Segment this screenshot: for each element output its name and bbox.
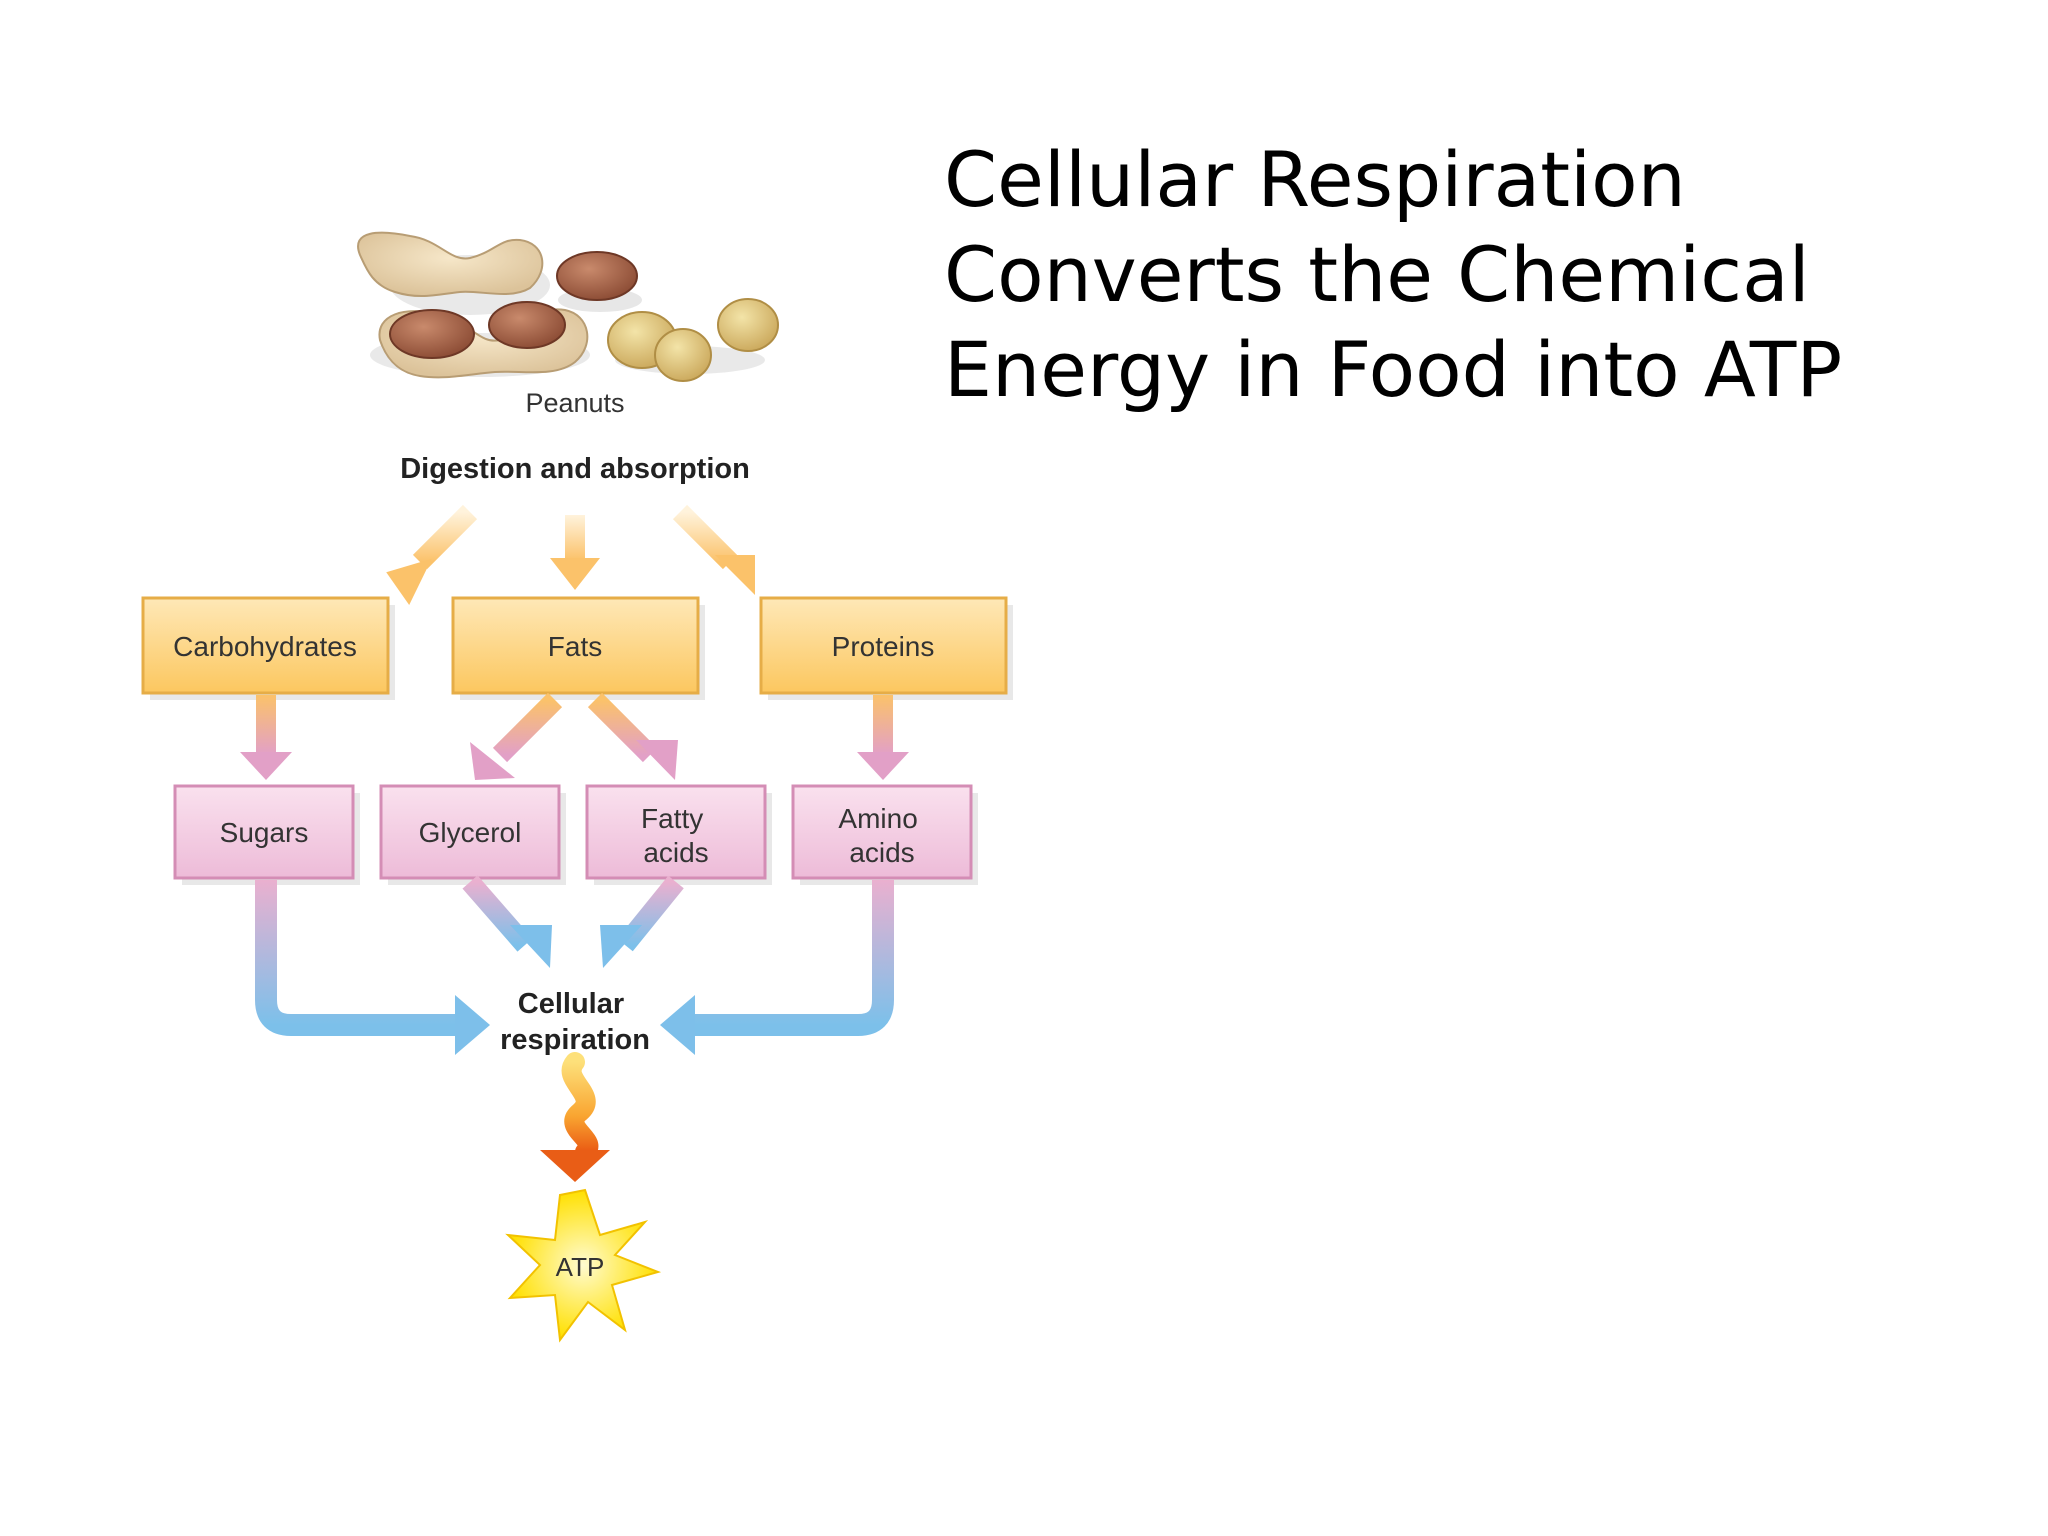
macronutrient-boxes: Carbohydrates Fats Proteins bbox=[141, 596, 1013, 700]
amino-acids-line-2: acids bbox=[849, 837, 914, 868]
arrow-to-proteins bbox=[672, 504, 755, 595]
peanuts-label: Peanuts bbox=[525, 388, 624, 418]
sugars-label: Sugars bbox=[220, 817, 309, 848]
arrow-to-fats bbox=[550, 515, 600, 590]
amino-acids-box: Amino acids bbox=[791, 784, 978, 885]
fatty-acids-box: Fatty acids bbox=[585, 784, 772, 885]
peanuts-illustration bbox=[357, 231, 779, 382]
peanut-kernels bbox=[607, 298, 779, 382]
atp-starburst: ATP bbox=[505, 1188, 662, 1343]
arrow-glycerol-to-respiration bbox=[462, 875, 552, 968]
energy-squiggle-arrow bbox=[540, 1052, 610, 1182]
proteins-box: Proteins bbox=[759, 596, 1013, 700]
glycerol-box: Glycerol bbox=[379, 784, 566, 885]
arrow-sugars-to-respiration bbox=[255, 880, 490, 1055]
arrow-to-glycerol bbox=[470, 692, 563, 780]
fats-label: Fats bbox=[548, 631, 602, 662]
fatty-acids-line-2: acids bbox=[643, 837, 708, 868]
cellular-respiration-line-1: Cellular bbox=[518, 988, 624, 1020]
carbohydrates-label: Carbohydrates bbox=[173, 631, 357, 662]
arrow-to-amino-acids bbox=[857, 695, 909, 780]
arrow-to-fatty-acids bbox=[587, 692, 678, 780]
cellular-respiration-line-2: respiration bbox=[500, 1024, 650, 1056]
glycerol-label: Glycerol bbox=[419, 817, 522, 848]
amino-acids-label: Amino acids bbox=[838, 803, 925, 868]
breakdown-arrows bbox=[240, 692, 909, 780]
fats-box: Fats bbox=[451, 596, 705, 700]
proteins-label: Proteins bbox=[832, 631, 935, 662]
respiration-arrows bbox=[255, 875, 894, 1055]
slide-title: Cellular Respiration Converts the Chemic… bbox=[944, 135, 1843, 414]
sugars-box: Sugars bbox=[173, 784, 360, 885]
peanut-whole-shell bbox=[357, 231, 550, 315]
digestion-label: Digestion and absorption bbox=[400, 453, 750, 485]
arrow-to-carbohydrates bbox=[386, 504, 478, 605]
carbohydrates-box: Carbohydrates bbox=[141, 596, 395, 700]
arrow-amino-acids-to-respiration bbox=[660, 880, 894, 1055]
amino-acids-line-1: Amino bbox=[838, 803, 917, 834]
fatty-acids-label: Fatty acids bbox=[641, 803, 711, 868]
atp-label: ATP bbox=[556, 1252, 605, 1282]
arrow-fatty-acids-to-respiration bbox=[600, 875, 684, 968]
cellular-respiration-label: Cellular respiration bbox=[500, 988, 650, 1056]
arrow-to-sugars bbox=[240, 695, 292, 780]
fatty-acids-line-1: Fatty bbox=[641, 803, 703, 834]
peanut-open-shell bbox=[370, 301, 590, 379]
peanut-skin-nut bbox=[556, 251, 642, 312]
monomer-boxes: Sugars Glycerol Fatty acids Amino bbox=[173, 784, 978, 885]
digestion-arrows bbox=[386, 504, 755, 605]
